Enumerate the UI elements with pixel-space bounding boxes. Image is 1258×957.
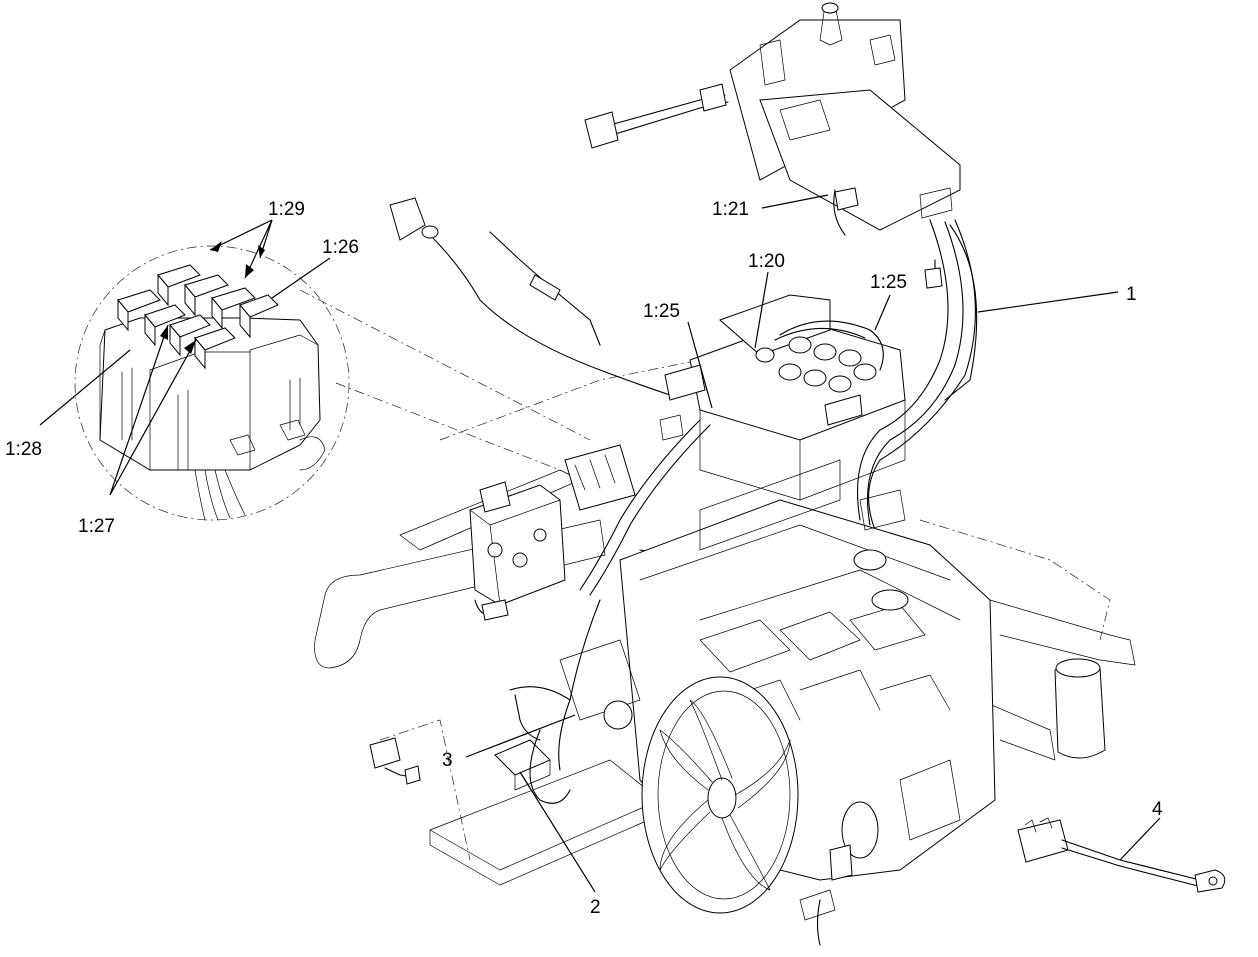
leader-4 <box>1119 817 1161 861</box>
console-cover <box>759 89 961 231</box>
sensor-connector <box>389 197 426 241</box>
leader-1-28 <box>39 349 131 426</box>
fan-blade <box>659 729 713 791</box>
sensor-components <box>369 729 571 804</box>
relay-block-installed <box>564 444 636 511</box>
intake-manifold <box>699 459 841 551</box>
harness-branch <box>857 219 949 521</box>
frame-right-arm <box>989 599 1136 666</box>
leader-1-25-left <box>687 321 713 409</box>
leader-2 <box>519 771 596 893</box>
callout-1-28: 1:28 <box>5 439 42 460</box>
component-item-3-connector <box>369 737 401 769</box>
callout-1-27: 1:27 <box>78 516 115 537</box>
frame-right-bracket <box>979 699 1056 761</box>
cooling-fan <box>641 676 799 914</box>
callout-1-25-left: 1:25 <box>643 301 680 322</box>
valve-bracket <box>719 294 831 356</box>
detail-circle <box>74 245 350 521</box>
relay-block-edge <box>99 329 106 441</box>
oil-filter <box>841 801 879 859</box>
console-display <box>779 99 831 141</box>
leader-3 <box>465 714 576 758</box>
frame-right-outline <box>919 519 1111 641</box>
fan-blade <box>689 699 733 781</box>
leader-1-27 <box>109 324 169 496</box>
detail-view-relay-block <box>74 245 591 521</box>
detail-projection-line <box>335 382 561 471</box>
fan-blade <box>734 739 791 809</box>
console-cable-connector <box>584 111 619 149</box>
leader-1-20 <box>754 271 769 349</box>
callout-1-20: 1:20 <box>748 251 785 272</box>
chassis-frame <box>314 359 1136 886</box>
floor-outline <box>379 719 471 861</box>
battery-cable-item-4 <box>1017 817 1226 893</box>
component-item-2 <box>494 739 551 776</box>
engine-sensor <box>603 700 633 730</box>
throttle-cable <box>489 231 601 346</box>
relay-block-edge <box>249 334 319 471</box>
callout-3: 3 <box>442 750 453 771</box>
leader-1-27 <box>109 339 197 496</box>
callout-1-26: 1:26 <box>322 237 359 258</box>
detail-projection-line <box>299 289 591 441</box>
leader-1-26 <box>271 257 331 299</box>
leader-1 <box>977 291 1119 313</box>
console-connector <box>919 187 953 219</box>
fan-blade <box>721 814 771 891</box>
valve-block <box>659 294 906 501</box>
solenoid-coils <box>755 336 877 393</box>
valve-body <box>469 484 566 606</box>
leader-lines <box>39 194 1161 893</box>
fan-blade <box>659 799 711 871</box>
harness-connector <box>824 394 863 426</box>
callout-1-25-right: 1:25 <box>870 272 907 293</box>
battery-cable-connector <box>1017 819 1069 863</box>
callout-1-21: 1:21 <box>712 199 749 220</box>
leader-1-21 <box>761 194 829 209</box>
fan-hub <box>707 777 737 819</box>
callout-labels: 1:29 1:26 1:28 1:27 1:21 1:20 1:25 1:25 … <box>5 199 1163 918</box>
sensor-lead <box>429 234 671 396</box>
oil-filler-cap <box>853 549 887 571</box>
relay-block-body <box>99 317 321 471</box>
harness-connector <box>664 364 706 401</box>
frame-left-arm <box>314 519 606 669</box>
callout-4: 4 <box>1152 799 1163 820</box>
callout-2: 2 <box>590 897 601 918</box>
floor-plate <box>429 759 661 871</box>
callout-1: 1 <box>1126 284 1137 305</box>
callout-1-29: 1:29 <box>268 199 305 220</box>
control-console <box>584 2 961 231</box>
relay-group <box>117 264 279 370</box>
hydraulic-valve-left <box>469 444 636 621</box>
connector-1-21 <box>834 187 859 211</box>
relay-block-edge <box>149 351 251 471</box>
leader-1-25-right <box>874 294 891 331</box>
